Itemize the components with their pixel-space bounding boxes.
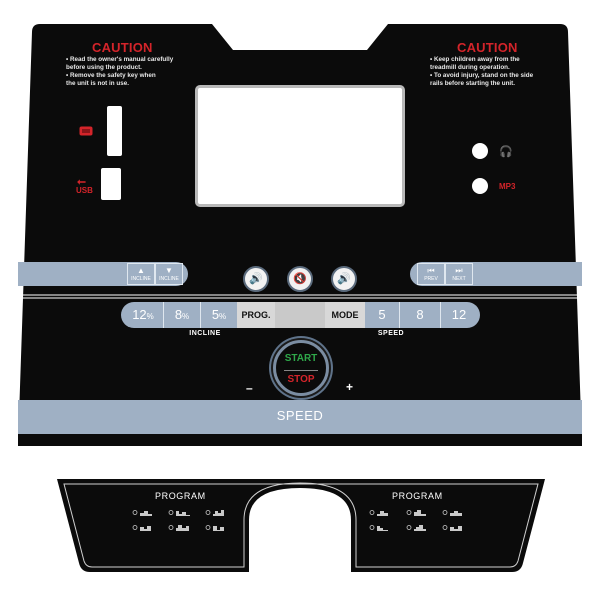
usb-icon: ⭠ <box>77 176 86 188</box>
volume-up-button[interactable]: 🔊 <box>331 266 357 292</box>
speed-group-label: SPEED <box>377 330 405 337</box>
program-profile-icon <box>406 510 426 516</box>
headphone-jack[interactable] <box>472 143 488 159</box>
next-label: NEXT <box>452 276 466 282</box>
program-profile-icon <box>369 510 388 516</box>
program-profile-icon <box>168 510 190 516</box>
incline-up-button[interactable]: ▲ INCLINE <box>127 263 155 285</box>
caution-right-title: CAUTION <box>457 40 518 55</box>
start-stop-button[interactable]: START STOP <box>273 340 329 396</box>
start-label: START <box>284 353 318 364</box>
chevron-up-icon: ▲ <box>137 266 145 275</box>
speaker-icon: 🔊 <box>249 273 263 285</box>
incline-up-label: INCLINE <box>131 276 151 282</box>
mute-icon: 🔇 <box>293 273 307 285</box>
caution-right-line: treadmill during operation. <box>430 64 510 71</box>
usb-label: USB <box>76 186 93 195</box>
caution-left-text: • Read the owner's manual carefully befo… <box>66 56 173 88</box>
safety-key-slot[interactable] <box>107 106 122 156</box>
next-track-icon: ⏭ <box>455 266 463 275</box>
prog-button[interactable]: PROG. <box>237 302 275 328</box>
program-profile-icon <box>406 525 426 531</box>
program-left-title: PROGRAM <box>155 491 206 501</box>
program-profile-icon <box>132 510 152 516</box>
lcd-display <box>195 85 405 207</box>
speed-plus-label: + <box>346 380 354 394</box>
speed-preset-5[interactable]: 5 <box>378 307 386 322</box>
program-profile-icon <box>168 525 189 531</box>
caution-right-line: rails before starting the unit. <box>430 80 516 87</box>
console-outline <box>18 24 582 446</box>
incline-preset-unit: % <box>219 312 227 321</box>
program-profile-icon <box>442 510 462 516</box>
volume-down-button[interactable]: 🔊 <box>243 266 269 292</box>
headphone-icon: 🎧 <box>499 146 513 158</box>
center-key <box>275 302 325 328</box>
caution-right-text: • Keep children away from the treadmill … <box>430 56 533 88</box>
incline-preset-unit: % <box>146 312 154 321</box>
next-button[interactable]: ⏭ NEXT <box>445 263 473 285</box>
caution-left-line: • Remove the safety key when <box>66 72 156 79</box>
speed-minus-label: – <box>246 381 253 395</box>
incline-preset-8[interactable]: 8% <box>163 302 200 328</box>
program-right-title: PROGRAM <box>392 491 443 501</box>
prev-button[interactable]: ⏮ PREV <box>417 263 445 285</box>
mp3-label: MP3 <box>499 182 516 191</box>
caution-right-line: • Keep children away from the <box>430 56 520 63</box>
incline-preset-5[interactable]: 5% <box>200 302 237 328</box>
start-stop-divider <box>284 370 318 371</box>
previous-track-icon: ⏮ <box>427 266 435 275</box>
incline-preset-value: 5 <box>211 307 220 322</box>
mute-button[interactable]: 🔇 <box>287 266 313 292</box>
chevron-down-icon: ▼ <box>165 266 173 275</box>
prev-label: PREV <box>424 276 438 282</box>
speed-preset-8[interactable]: 8 <box>399 302 440 328</box>
speed-preset-12[interactable]: 12 <box>440 302 477 328</box>
mode-button[interactable]: MODE <box>325 302 365 328</box>
treadmill-console: CAUTION • Read the owner's manual carefu… <box>18 24 582 446</box>
caution-right-line: • To avoid injury, stand on the side <box>430 72 534 79</box>
incline-preset-value: 12 <box>132 307 147 322</box>
incline-preset-12[interactable]: 12% <box>123 302 163 328</box>
caution-left-line: • Read the owner's manual carefully <box>66 56 174 63</box>
incline-group-label: INCLINE <box>189 330 221 337</box>
incline-preset-value: 8 <box>174 307 183 322</box>
caution-left-line: before using the product. <box>66 64 142 71</box>
caution-left-line: the unit is not in use. <box>66 80 129 87</box>
incline-down-label: INCLINE <box>159 276 179 282</box>
stop-label: STOP <box>287 374 315 385</box>
program-profile-icon <box>132 525 151 531</box>
mp3-jack[interactable] <box>472 178 488 194</box>
speaker-icon: 🔊 <box>337 273 351 285</box>
program-profile-icon <box>442 525 462 531</box>
program-profile-icon <box>205 510 224 516</box>
usb-port[interactable] <box>101 168 121 200</box>
program-profile-icon <box>369 525 388 531</box>
caution-left-title: CAUTION <box>92 40 153 55</box>
incline-down-button[interactable]: ▼ INCLINE <box>155 263 183 285</box>
incline-preset-unit: % <box>182 312 190 321</box>
speed-bar[interactable]: SPEED <box>18 400 582 434</box>
program-profile-icon <box>205 525 224 531</box>
